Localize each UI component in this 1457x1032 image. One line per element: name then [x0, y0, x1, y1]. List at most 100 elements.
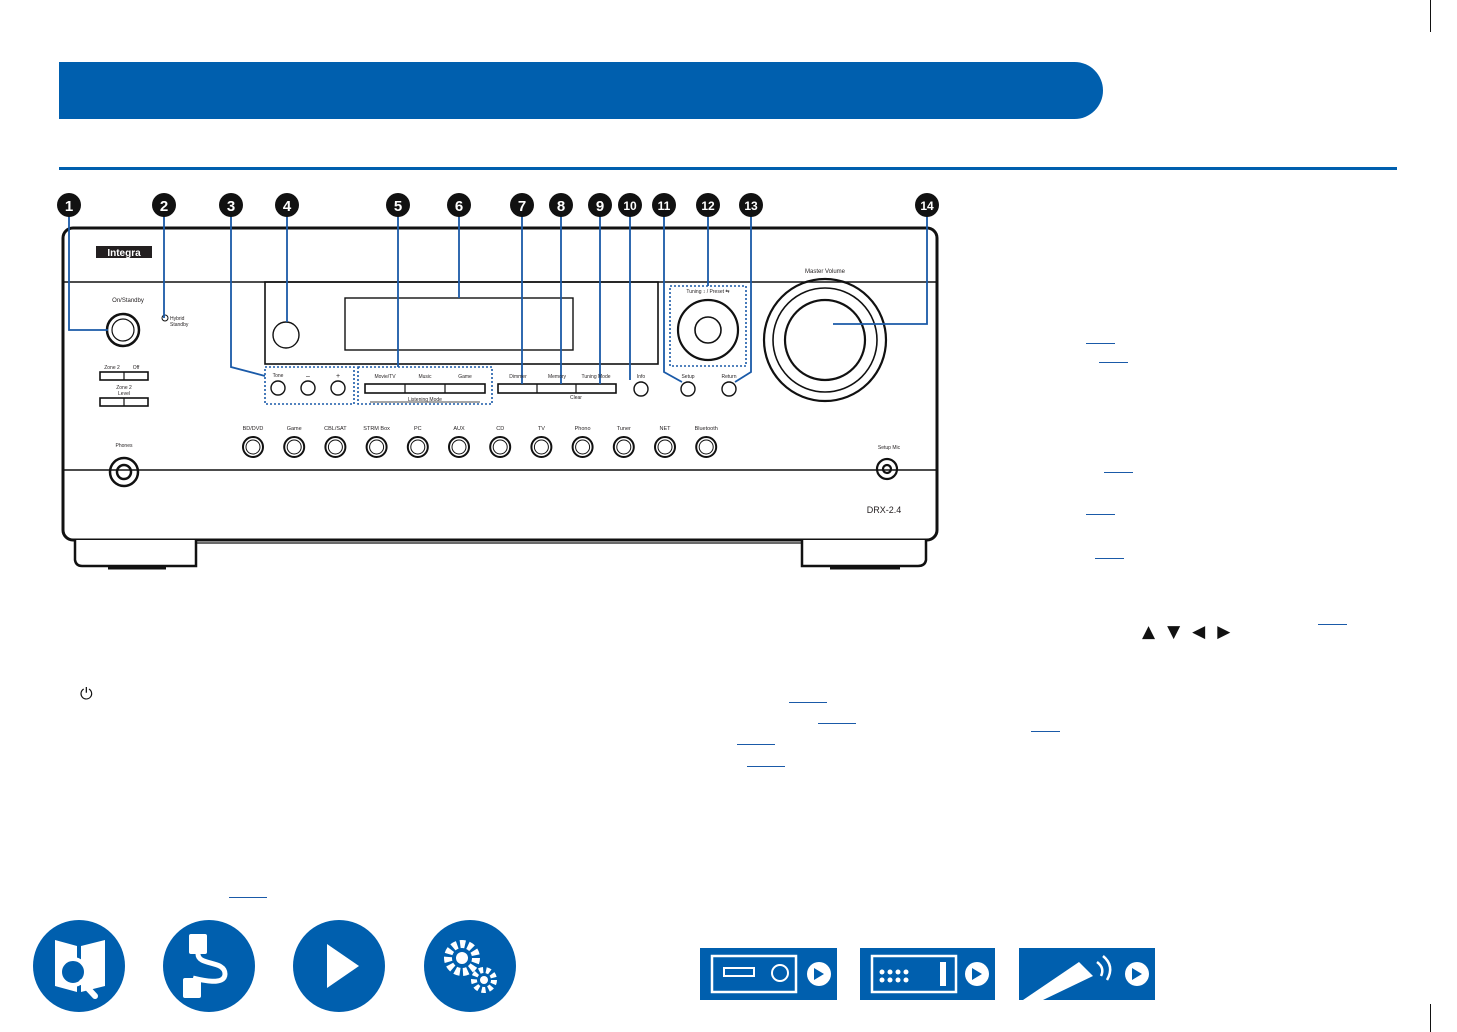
off-label: Off — [133, 365, 140, 371]
return-label: Return — [721, 374, 736, 380]
model-label: DRX-2.4 — [867, 505, 902, 515]
game-mode-label: Game — [458, 374, 472, 380]
svg-text:2: 2 — [160, 198, 168, 215]
input-label-10: NET — [660, 426, 672, 432]
input-knob-inner-1 — [286, 439, 302, 455]
power-icon: ⏻ — [80, 684, 93, 703]
page-link[interactable] — [1086, 514, 1115, 515]
setup-mic-label: Setup Mic — [878, 445, 901, 451]
svg-text:9: 9 — [596, 198, 604, 215]
movie-tv-label: Movie/TV — [374, 374, 396, 380]
title-banner — [59, 62, 1103, 119]
connection-cable-icon[interactable] — [163, 920, 255, 1012]
input-knob-inner-8 — [575, 439, 591, 455]
section-divider — [59, 167, 1397, 170]
page-link[interactable] — [1031, 731, 1060, 732]
front-panel-icon[interactable] — [700, 948, 837, 1000]
zone2-level-label-2: Level — [118, 391, 130, 397]
page-link[interactable] — [229, 897, 267, 898]
listening-mode-label: Listening Mode — [408, 397, 442, 403]
settings-gears-icon[interactable] — [424, 920, 516, 1012]
callout-1: 1 — [57, 193, 81, 217]
tone-label: Tone — [273, 373, 284, 379]
input-knob-inner-5 — [451, 439, 467, 455]
master-volume-label: Master Volume — [805, 269, 846, 275]
page-link[interactable] — [789, 702, 827, 703]
page-link[interactable] — [1104, 472, 1133, 473]
dimmer-label: Dimmer — [509, 374, 527, 380]
panel-labels: Integra On/Standby Hybrid Standby Zone 2… — [96, 246, 901, 515]
left-arrow-icon: ◀ — [1192, 622, 1206, 642]
callout-9: 9 — [588, 193, 612, 217]
callout-2: 2 — [152, 193, 176, 217]
receiver-body — [61, 226, 939, 570]
svg-text:6: 6 — [455, 198, 463, 215]
page-link[interactable] — [1086, 343, 1115, 344]
svg-text:8: 8 — [557, 198, 565, 215]
input-label-3: STRM Box — [363, 426, 390, 432]
rear-panel-icon[interactable] — [860, 948, 995, 1000]
callout-13: 13 — [739, 193, 763, 217]
zone2-level-label-1: Zone 2 — [116, 385, 132, 391]
page-link[interactable] — [1318, 624, 1347, 625]
phones-label: Phones — [116, 443, 133, 449]
input-label-6: CD — [496, 426, 504, 432]
input-knob-inner-11 — [698, 439, 714, 455]
callout-11: 11 — [652, 193, 676, 217]
tuning-mode-label: Tuning Mode — [582, 374, 611, 380]
callout-7: 7 — [510, 193, 534, 217]
page-link[interactable] — [737, 744, 775, 745]
direction-arrows: ▲ ▼ ◀ ▶ — [1142, 624, 1230, 641]
clear-label: Clear — [570, 395, 582, 401]
brand-logo-plate — [96, 246, 152, 258]
memory-label: Memory — [548, 374, 567, 380]
manual-search-icon[interactable] — [33, 920, 125, 1012]
brand-logo: Integra — [107, 248, 141, 259]
svg-text:11: 11 — [658, 199, 671, 213]
input-label-11: Bluetooth — [695, 426, 718, 432]
music-label: Music — [418, 374, 432, 380]
input-label-5: AUX — [453, 426, 465, 432]
zone2-label: Zone 2 — [104, 365, 120, 371]
input-knob-inner-2 — [327, 439, 343, 455]
callout-12: 12 — [696, 193, 720, 217]
callout-4: 4 — [275, 193, 299, 217]
svg-text:5: 5 — [394, 198, 402, 215]
input-knob-inner-7 — [533, 439, 549, 455]
svg-text:14: 14 — [920, 199, 934, 213]
input-knob-inner-0 — [245, 439, 261, 455]
page-link[interactable] — [1099, 362, 1128, 363]
svg-text:13: 13 — [744, 199, 758, 213]
hybrid-label-1: Hybrid — [170, 316, 185, 322]
crop-mark-bottom — [1430, 1004, 1431, 1032]
input-label-8: Phono — [575, 426, 591, 432]
page-link[interactable] — [747, 766, 785, 767]
input-label-2: CBL/SAT — [324, 426, 347, 432]
svg-text:3: 3 — [227, 198, 235, 215]
callout-5: 5 — [386, 193, 410, 217]
hybrid-label-2: Standby — [170, 322, 189, 328]
callout-14: 14 — [915, 193, 939, 217]
tuning-preset-label: Tuning ↕ / Preset ⇆ — [686, 289, 729, 295]
input-label-7: TV — [538, 426, 545, 432]
callout-8: 8 — [549, 193, 573, 217]
page-link[interactable] — [818, 723, 856, 724]
input-knob-inner-4 — [410, 439, 426, 455]
svg-text:10: 10 — [623, 199, 637, 213]
down-arrow-icon: ▼ — [1167, 622, 1181, 642]
power-label: On/Standby — [112, 298, 144, 304]
page-link[interactable] — [1095, 558, 1124, 559]
svg-text:7: 7 — [518, 198, 526, 215]
input-label-0: BD/DVD — [243, 426, 264, 432]
leader-lines — [68, 215, 928, 384]
remote-controller-icon[interactable] — [1019, 948, 1155, 1000]
up-arrow-icon: ▲ — [1142, 622, 1156, 642]
input-knob-inner-6 — [492, 439, 508, 455]
playback-icon[interactable] — [293, 920, 385, 1012]
input-knob-inner-10 — [657, 439, 673, 455]
right-arrow-icon: ▶ — [1217, 622, 1231, 642]
input-label-9: Tuner — [617, 426, 631, 432]
callout-badges: 1 2 3 4 5 6 7 8 9 10 11 12 13 14 — [57, 193, 939, 217]
